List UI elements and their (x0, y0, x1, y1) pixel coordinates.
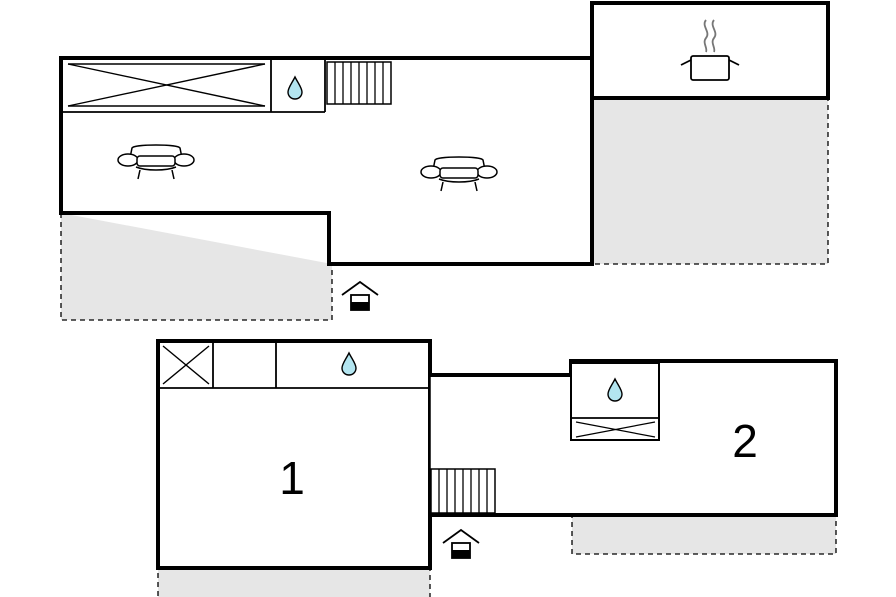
cooking-pot-icon (680, 19, 740, 81)
terrace-bottom-left (157, 567, 431, 597)
wardrobe-icon (575, 421, 656, 438)
wardrobe-icon (67, 63, 266, 107)
terrace-bottom-right (571, 514, 837, 555)
wardrobe-icon (162, 345, 210, 385)
terrace-right (591, 97, 829, 265)
terrace-left (60, 213, 333, 321)
kitchen-room (590, 1, 830, 100)
stairs-icon (326, 61, 392, 105)
stairs-icon (430, 468, 496, 514)
bathroom-block (570, 362, 660, 441)
room-label-1: 1 (279, 452, 305, 504)
room-label-2: 2 (732, 415, 758, 467)
entrance-icon (442, 529, 480, 559)
entrance-icon (341, 281, 379, 311)
